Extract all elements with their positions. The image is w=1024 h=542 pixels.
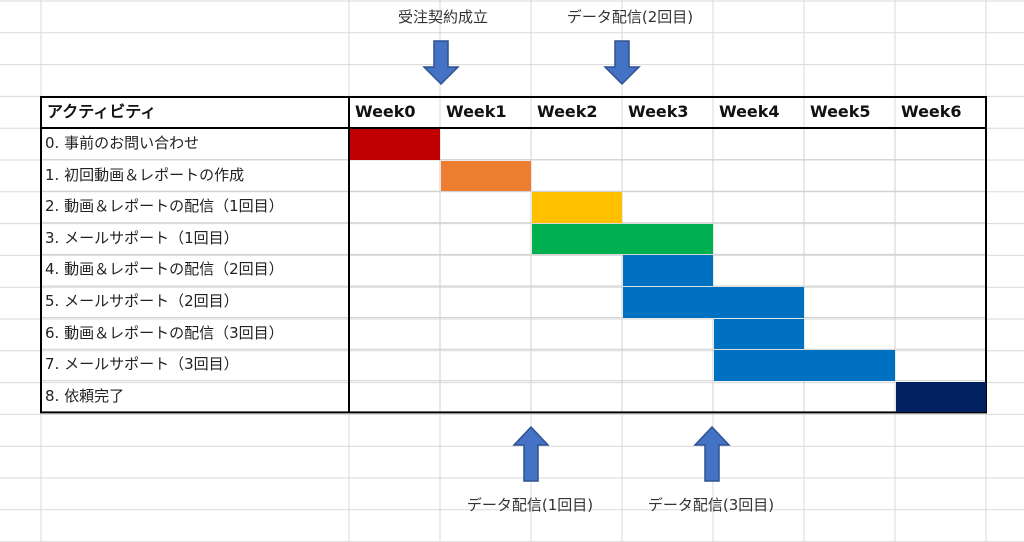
- week-header-1[interactable]: Week1: [446, 102, 507, 121]
- delivery-1-annotation[interactable]: データ配信(1回目): [466, 496, 594, 514]
- arrow-down-icon: [603, 40, 641, 86]
- delivery-2-annotation[interactable]: データ配信(2回目): [566, 8, 694, 26]
- gantt-bar[interactable]: [532, 223, 713, 255]
- gantt-bar[interactable]: [714, 318, 804, 350]
- task-label[interactable]: 4. 動画＆レポートの配信（2回目）: [45, 260, 284, 279]
- gantt-bar[interactable]: [623, 287, 804, 318]
- task-label[interactable]: 8. 依頼完了: [45, 386, 125, 405]
- week-header-5[interactable]: Week5: [810, 102, 871, 121]
- contract-annotation[interactable]: 受注契約成立: [397, 8, 488, 26]
- arrow-up-icon: [512, 426, 550, 482]
- week-header-0[interactable]: Week0: [355, 102, 416, 121]
- gantt-bar[interactable]: [623, 255, 713, 286]
- arrow-down-icon: [422, 40, 460, 86]
- gantt-bar[interactable]: [441, 160, 531, 192]
- week-header-4[interactable]: Week4: [719, 102, 780, 121]
- arrow-up-icon: [693, 426, 731, 482]
- task-label[interactable]: 5. メールサポート（2回目）: [45, 292, 239, 310]
- week-header-2[interactable]: Week2: [537, 102, 598, 121]
- delivery-3-annotation[interactable]: データ配信(3回目): [647, 496, 775, 514]
- table-frame: [40, 96, 987, 414]
- task-label[interactable]: 6. 動画＆レポートの配信（3回目）: [45, 323, 284, 342]
- gantt-bar[interactable]: [532, 192, 622, 223]
- task-label[interactable]: 3. メールサポート（1回目）: [45, 228, 239, 247]
- task-label[interactable]: 1. 初回動画＆レポートの作成: [45, 165, 245, 184]
- task-label[interactable]: 7. メールサポート（3回目）: [45, 355, 239, 374]
- gantt-bar[interactable]: [896, 381, 986, 413]
- task-label[interactable]: 0. 事前のお問い合わせ: [45, 134, 200, 152]
- task-label[interactable]: 2. 動画＆レポートの配信（1回目）: [45, 197, 284, 216]
- week-header-6[interactable]: Week6: [901, 102, 962, 121]
- activity-header[interactable]: アクティビティ: [47, 102, 157, 121]
- gantt-bar[interactable]: [350, 129, 440, 160]
- gantt-bar[interactable]: [714, 350, 895, 381]
- week-header-3[interactable]: Week3: [628, 102, 689, 121]
